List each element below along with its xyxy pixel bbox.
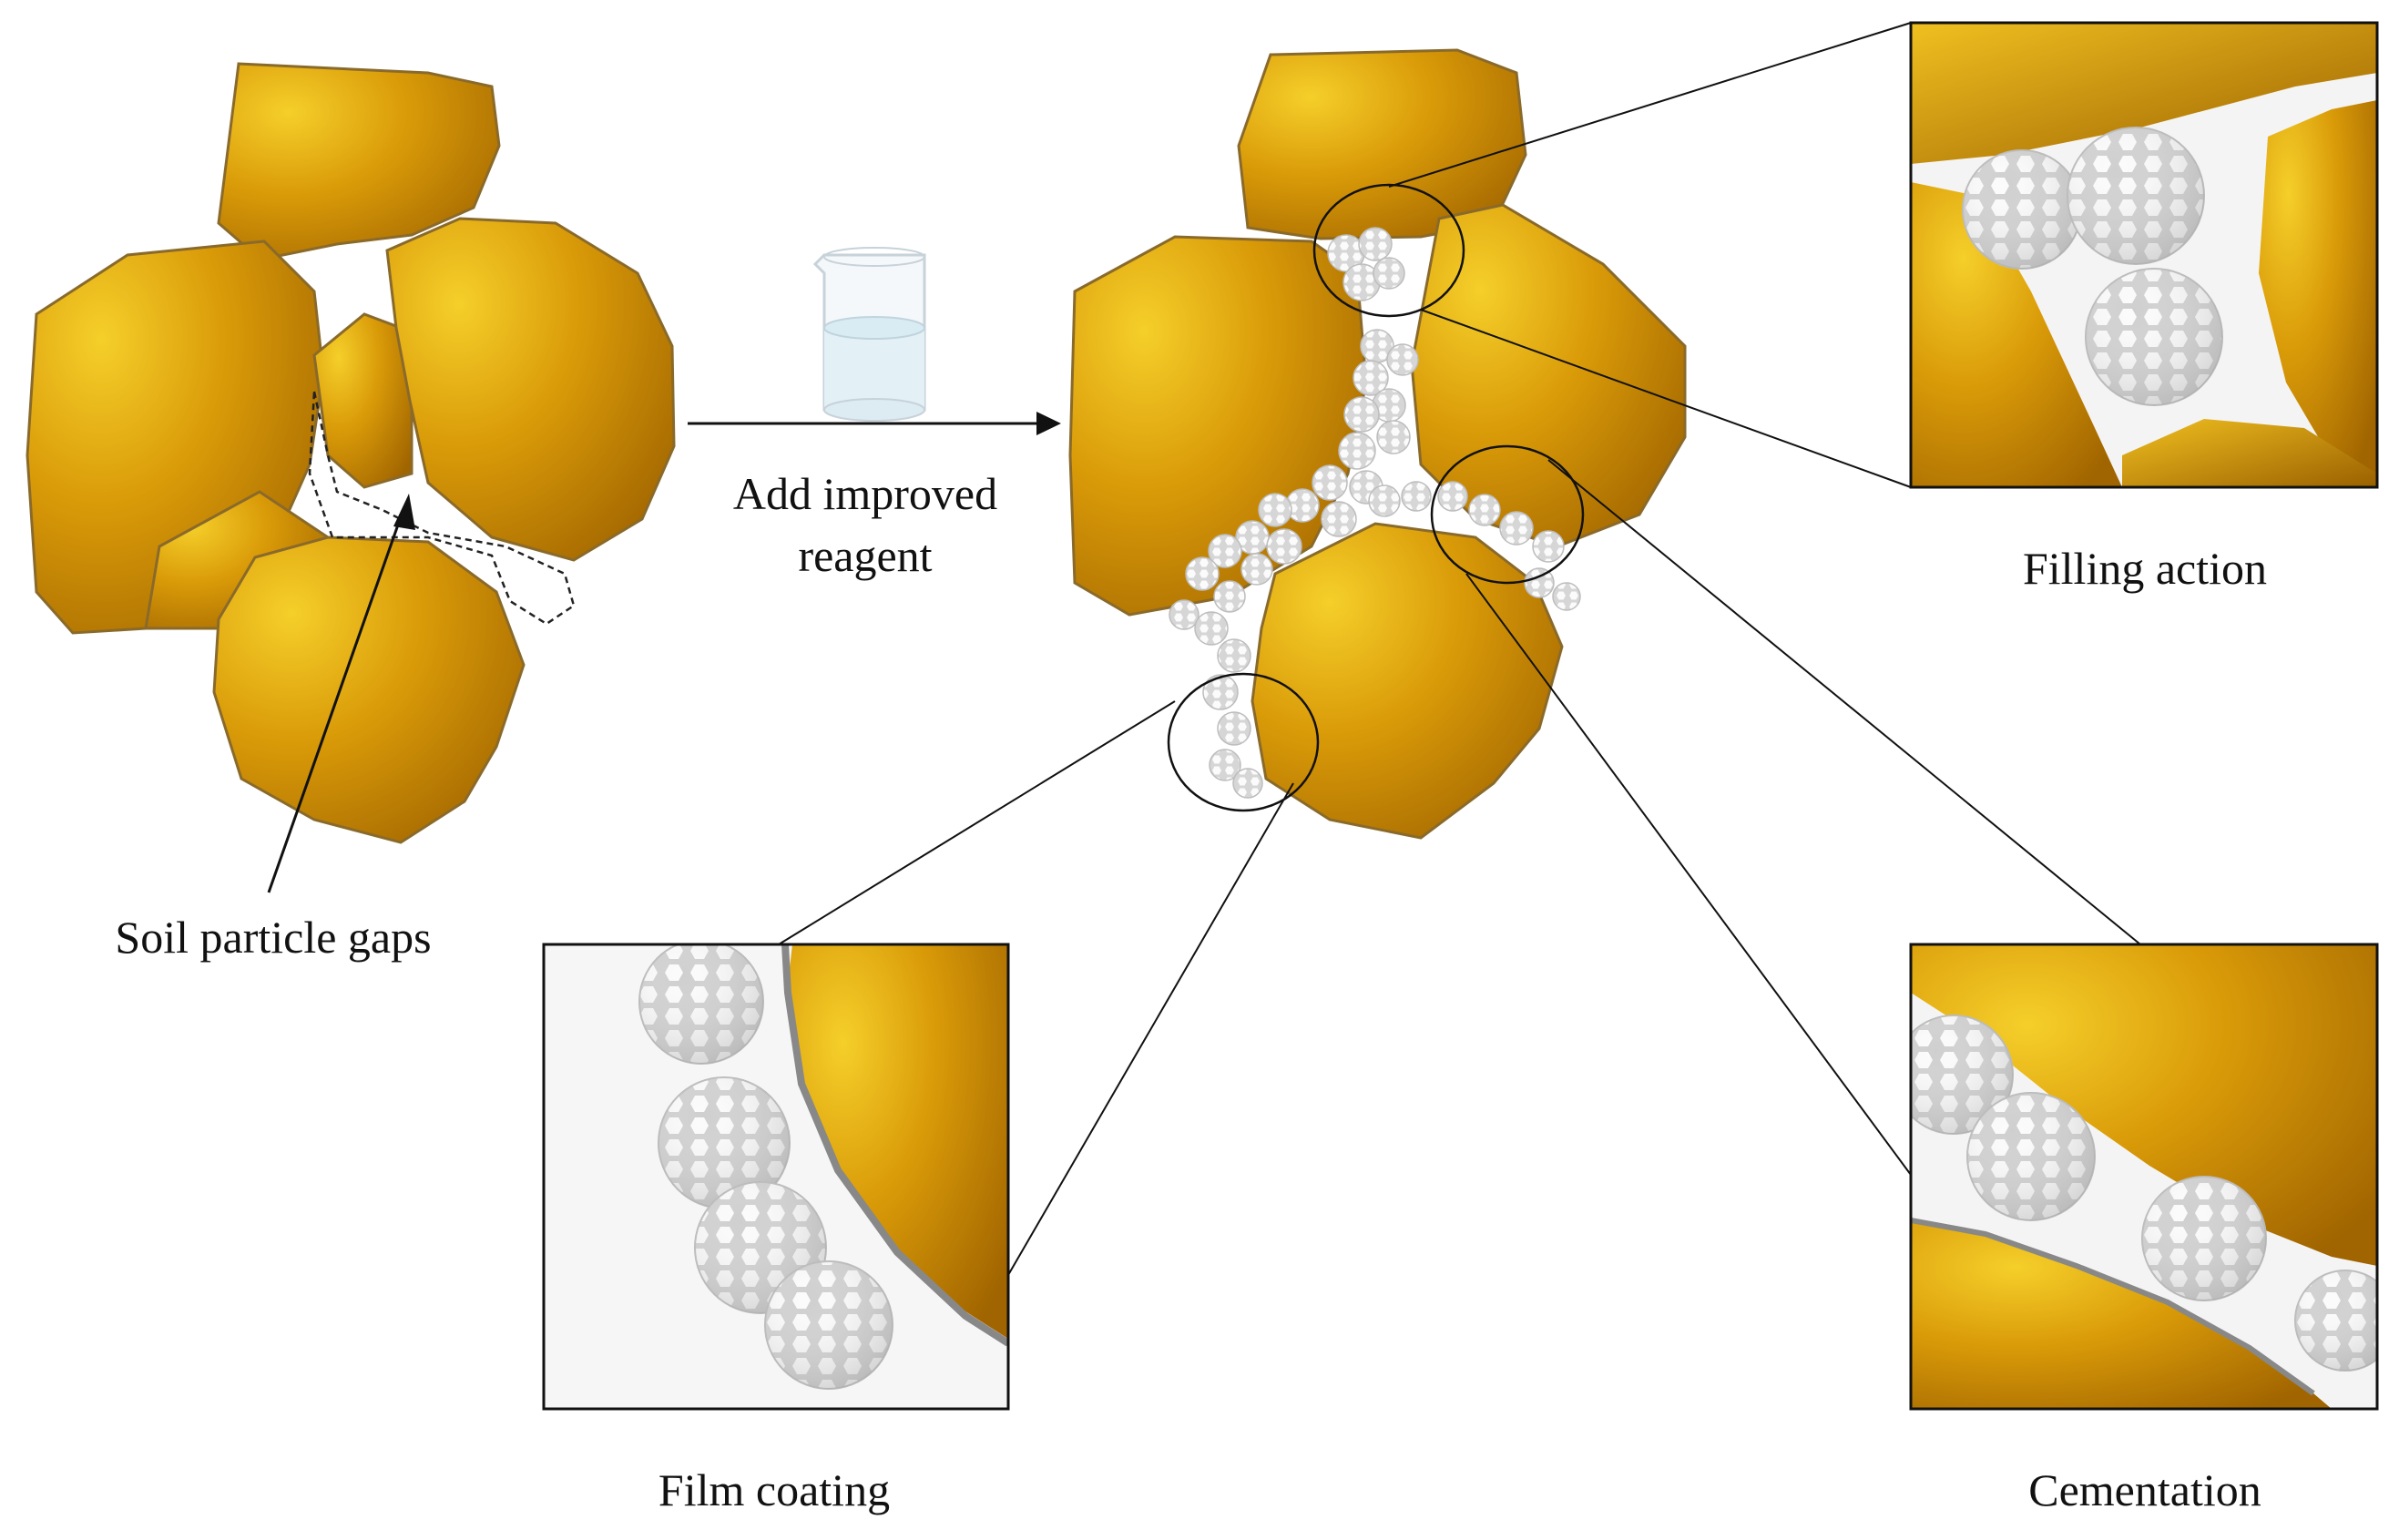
label-cementation: Cementation [2028,1464,2261,1515]
label-add-improved-reagent-line2: reagent [798,530,933,581]
treated-soil-group [1068,48,1687,840]
label-add-improved-reagent: Add improved reagent [674,463,1057,586]
label-film-coating: Film coating [658,1464,891,1515]
arrow-head [393,494,415,530]
zoom-leader-lines [778,22,2141,1276]
soil-particle [1251,522,1564,840]
zoom-circle-cementation [1430,444,1585,585]
gaps-pointer-arrow [267,511,404,893]
soil-particle [312,312,413,489]
label-filling-action: Filling action [2022,543,2268,594]
untreated-soil-group [26,62,676,893]
gap-outline [308,391,576,626]
soil-particle [1410,203,1687,548]
process-arrow-head [1036,412,1061,435]
soil-particle [217,62,501,261]
inset-filling-action [1911,23,2377,487]
microsphere-cluster [1169,227,1581,799]
label-soil-particle-gaps: Soil particle gaps [115,912,432,963]
inset-film-coating [544,944,1008,1409]
soil-particle [212,535,526,844]
zoom-circle-film [1167,672,1320,812]
label-add-improved-reagent-line1: Add improved [732,468,998,519]
reagent-beaker-icon [812,247,926,422]
zoom-circle-filling [1312,183,1465,318]
inset-cementation [1911,944,2377,1409]
soil-particle [385,217,676,562]
